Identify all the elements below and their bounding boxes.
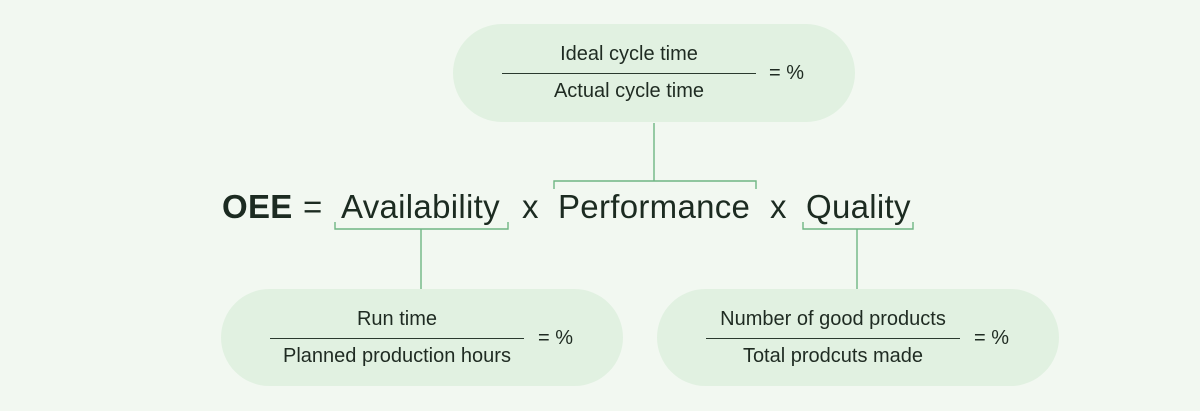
availability-fraction-bar — [270, 338, 524, 339]
quality-bracket — [802, 222, 914, 230]
quality-denominator: Total prodcuts made — [742, 345, 924, 367]
performance-numerator: Ideal cycle time — [560, 43, 698, 65]
performance-fraction-bar — [502, 73, 756, 74]
quality-fraction-bar — [706, 338, 960, 339]
equals-sign: = — [303, 188, 323, 225]
availability-ratio-pill — [221, 289, 623, 386]
performance-fraction: Ideal cycle time Actual cycle time — [502, 38, 756, 108]
performance-term: Performance — [558, 188, 751, 225]
quality-numerator: Number of good products — [720, 308, 946, 330]
multiply-sign-1: x — [522, 188, 539, 225]
quality-result: = % — [974, 327, 1010, 349]
quality-fraction: Number of good products Total prodcuts m… — [706, 303, 960, 373]
availability-numerator: Run time — [356, 308, 438, 330]
performance-result: = % — [769, 62, 805, 84]
availability-term: Availability — [341, 188, 500, 225]
multiply-sign-2: x — [770, 188, 787, 225]
performance-denominator: Actual cycle time — [553, 80, 705, 102]
availability-result: = % — [538, 327, 574, 349]
quality-ratio-pill — [657, 289, 1059, 386]
availability-denominator: Planned production hours — [283, 345, 511, 367]
quality-term: Quality — [806, 188, 911, 225]
availability-fraction: Run time Planned production hours — [270, 303, 524, 373]
performance-bracket — [553, 180, 757, 189]
oee-label: OEE — [222, 188, 293, 225]
